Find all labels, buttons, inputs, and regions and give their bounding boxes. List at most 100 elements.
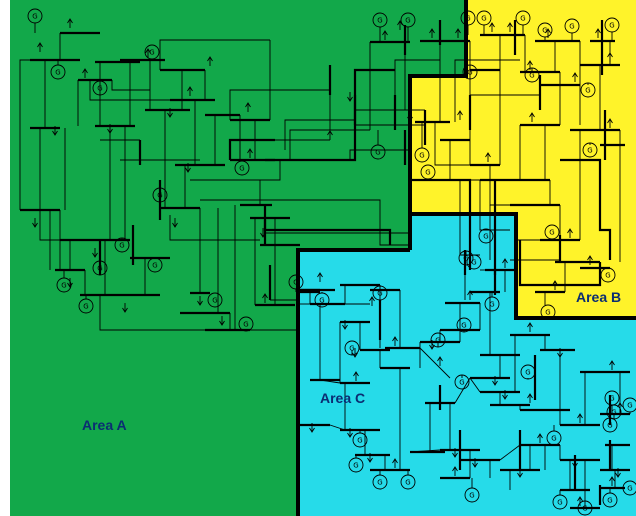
generator-letter: G	[627, 485, 632, 493]
generator-icon: G	[460, 10, 476, 35]
generator-icon: G	[602, 414, 618, 433]
generator-icon: G	[414, 122, 430, 163]
load-arrow	[309, 423, 315, 433]
generator-icon: G	[604, 17, 620, 41]
load-arrow	[457, 110, 463, 120]
generator-letter: G	[377, 479, 382, 487]
load-arrow	[507, 22, 513, 32]
load-arrow	[452, 448, 458, 458]
area-a-region	[0, 0, 466, 516]
transmission-line	[469, 377, 481, 393]
generator-letter: G	[405, 17, 410, 25]
generator-letter: G	[542, 27, 547, 35]
load-arrow	[382, 30, 388, 40]
transmission-line	[394, 59, 440, 95]
load-arrow	[37, 42, 43, 52]
generator-letter: G	[212, 297, 217, 305]
generator-letter: G	[152, 262, 157, 270]
load-arrow	[107, 124, 113, 134]
load-arrow	[317, 272, 323, 282]
generator-icon: G	[370, 130, 386, 160]
generator-letter: G	[529, 72, 534, 80]
generator-icon: G	[147, 257, 163, 273]
load-arrow	[67, 18, 73, 28]
load-arrow	[369, 296, 375, 306]
area-b-label: Area B	[576, 289, 621, 305]
load-arrow	[392, 336, 398, 346]
generator-icon: G	[524, 67, 540, 83]
generator-icon: G	[238, 316, 254, 332]
area-c-label: Area C	[320, 390, 365, 406]
load-arrow	[527, 322, 533, 332]
load-arrow	[32, 218, 38, 228]
load-arrow	[262, 293, 268, 303]
transmission-line	[229, 89, 330, 120]
generator-letter: G	[239, 165, 244, 173]
generator-icon: G	[372, 285, 388, 301]
area-boundary-ab	[408, 0, 468, 250]
generator-icon: G	[564, 18, 580, 41]
load-arrow	[52, 126, 58, 136]
generator-icon: G	[152, 187, 168, 208]
load-arrow	[392, 458, 398, 468]
load-arrow	[517, 468, 523, 478]
load-arrow	[572, 72, 578, 82]
generator-icon: G	[348, 455, 364, 473]
generator-letter: G	[467, 69, 472, 77]
load-arrow	[429, 28, 435, 38]
load-arrow	[502, 390, 508, 400]
generator-letter: G	[319, 297, 324, 305]
generator-letter: G	[611, 409, 616, 417]
generator-letter: G	[557, 499, 562, 507]
generator-letter: G	[582, 505, 587, 513]
load-arrow	[452, 466, 458, 476]
area-boundary-ac	[296, 248, 410, 516]
generator-letter: G	[627, 402, 632, 410]
load-arrow	[347, 92, 353, 102]
generator-icon: G	[580, 82, 596, 98]
generator-icon: G	[537, 22, 553, 41]
transmission-line	[169, 215, 260, 241]
transmission-line	[200, 199, 410, 246]
generator-icon: G	[352, 430, 368, 448]
generator-letter: G	[377, 17, 382, 25]
load-arrow	[552, 280, 558, 290]
load-arrow	[245, 102, 251, 112]
generator-letter: G	[569, 23, 574, 31]
generator-icon: G	[456, 317, 472, 333]
generator-letter: G	[461, 322, 466, 330]
generator-letter: G	[549, 229, 554, 237]
load-arrow	[502, 258, 508, 268]
transmission-line	[111, 80, 150, 91]
load-arrow	[527, 393, 533, 403]
load-arrow	[172, 218, 178, 228]
load-arrow	[577, 413, 583, 423]
area-boundary-bc	[410, 212, 636, 320]
generator-letter: G	[353, 462, 358, 470]
load-arrow	[615, 468, 621, 478]
transmission-line	[454, 59, 520, 122]
load-arrow	[347, 428, 353, 438]
load-arrow	[572, 458, 578, 468]
load-arrow	[367, 453, 373, 463]
generator-icon: G	[484, 292, 500, 312]
generator-letter: G	[435, 337, 440, 345]
transmission-line	[479, 180, 510, 231]
generator-icon: G	[600, 267, 616, 283]
tie-line	[560, 158, 612, 260]
generator-letter: G	[357, 437, 362, 445]
generator-icon: G	[114, 237, 130, 253]
generator-icon: G	[478, 228, 494, 244]
generator-letter: G	[97, 265, 102, 273]
load-arrow	[327, 130, 333, 140]
load-arrow	[187, 86, 193, 96]
generator-icon: G	[372, 470, 388, 490]
generator-icon: G	[582, 142, 598, 158]
load-arrow	[145, 48, 151, 58]
generator-icon: G	[466, 254, 482, 270]
area-a-label: Area A	[82, 417, 127, 433]
generator-letter: G	[243, 321, 248, 329]
generator-letter: G	[375, 149, 380, 157]
load-arrow	[92, 248, 98, 258]
